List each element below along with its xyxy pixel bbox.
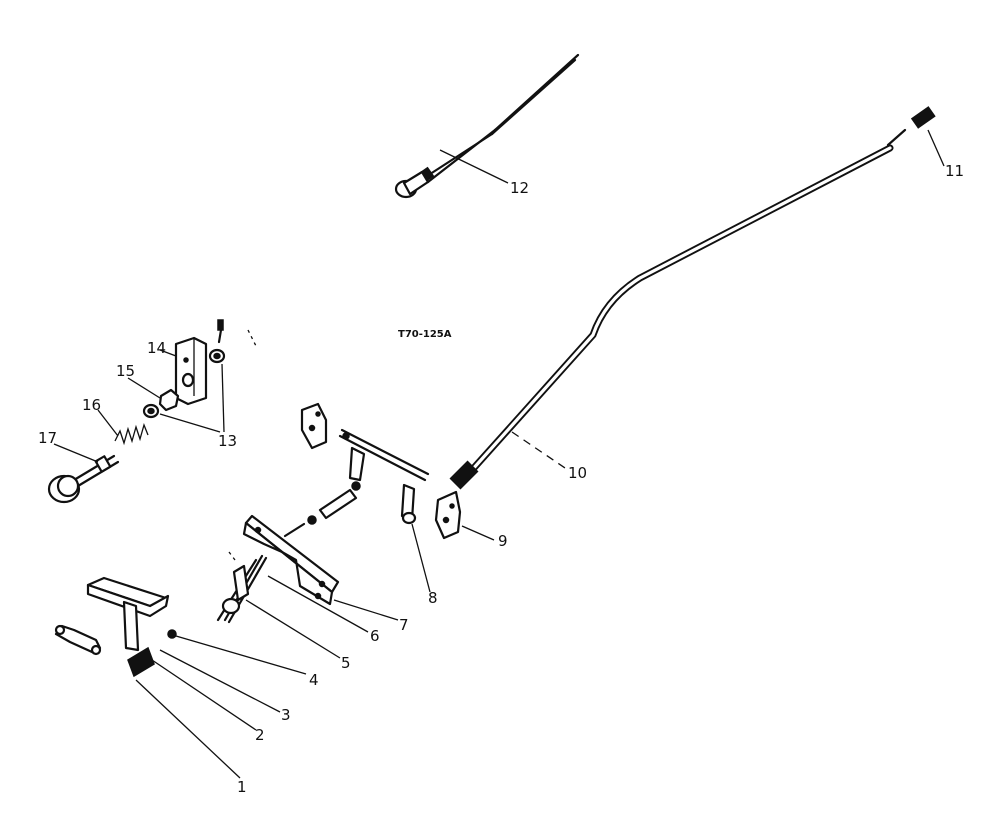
callout-4: 4 (309, 671, 319, 689)
callout-14: 14 (147, 339, 166, 357)
callout-1: 1 (237, 778, 247, 796)
drawing-reference: T70-125A (398, 329, 452, 340)
clevis-link (283, 481, 361, 538)
upper-clamp-block (300, 402, 328, 450)
callout-8: 8 (428, 589, 438, 607)
part-13-washer-upper (208, 319, 226, 364)
leader-lines (53, 129, 945, 779)
callout-15: 15 (116, 362, 135, 380)
part-1-pedal-pivot (54, 624, 155, 678)
part-10-long-cable (449, 144, 894, 490)
part-2-pedal (86, 576, 170, 652)
callout-5: 5 (341, 654, 351, 672)
part-11-cable-end (886, 106, 936, 147)
callout-7: 7 (399, 616, 409, 634)
callout-3: 3 (281, 706, 291, 724)
part-12-control-cable (394, 53, 580, 199)
callout-16: 16 (82, 396, 101, 414)
part-14-bracket-plate (174, 336, 208, 406)
callout-9: 9 (498, 532, 508, 550)
callout-11: 11 (945, 162, 964, 180)
callout-13: 13 (218, 432, 237, 450)
part-15-nut (158, 388, 180, 412)
callout-12: 12 (510, 179, 529, 197)
part-17-knob-shaft (47, 454, 120, 504)
part-13-washer-lower (142, 403, 160, 419)
part-7-mounting-plate (242, 514, 340, 606)
part-16-spring (114, 422, 149, 446)
part-4-ball (167, 629, 177, 639)
callout-10: 10 (568, 464, 587, 482)
part-5-bracket (221, 564, 250, 615)
callout-6: 6 (370, 627, 380, 645)
part-9-clamp-block (434, 490, 462, 540)
callout-17: 17 (38, 429, 57, 447)
part-8-cross-shaft (338, 428, 430, 525)
callout-2: 2 (255, 726, 265, 744)
